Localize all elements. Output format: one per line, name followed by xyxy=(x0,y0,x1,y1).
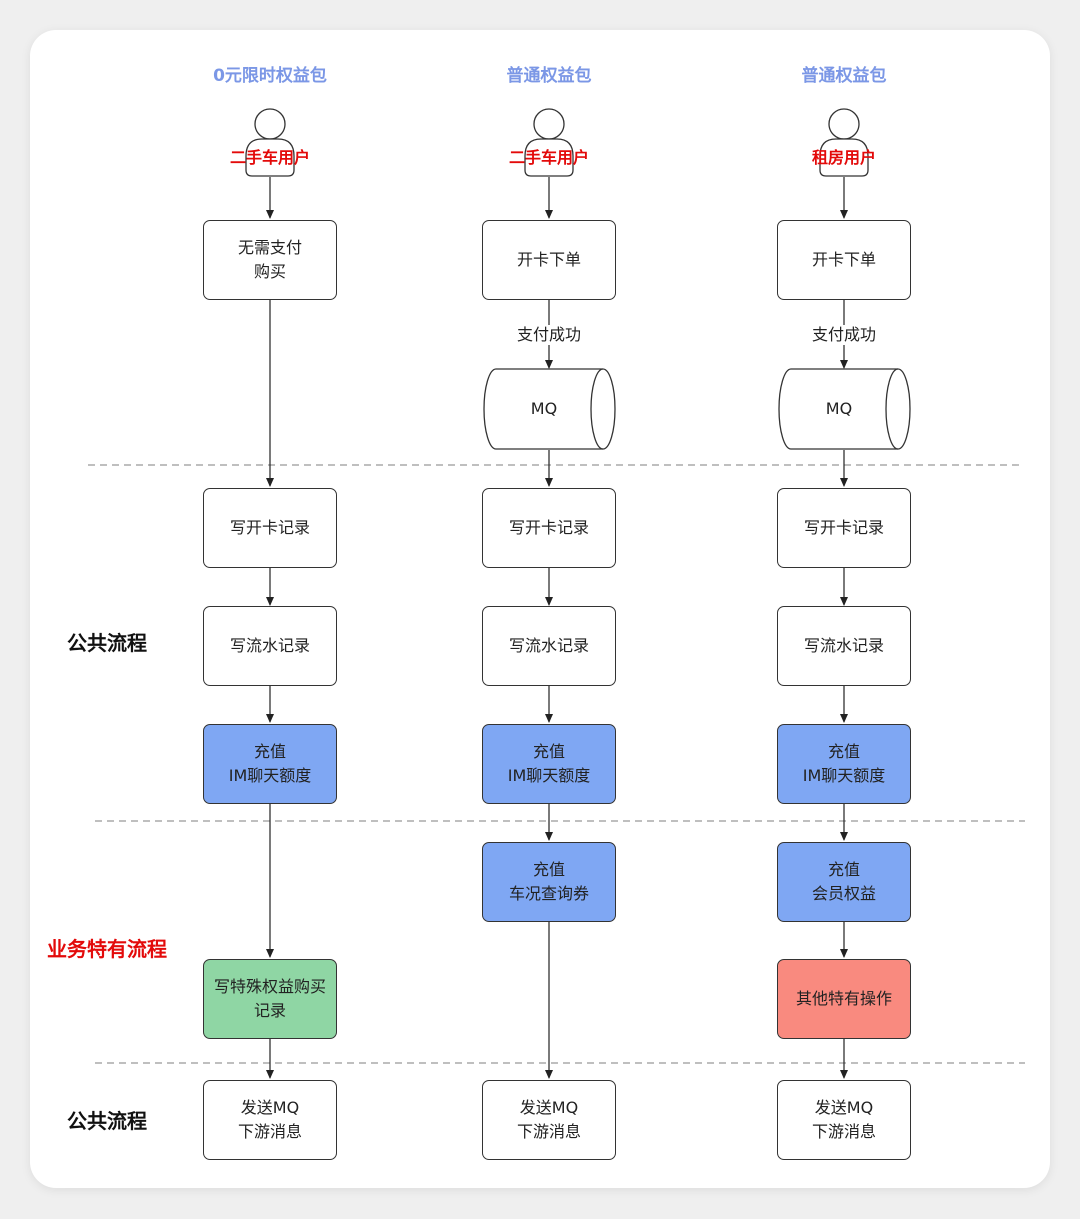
step-write-flow-record: 写流水记录 xyxy=(203,606,337,686)
user-icon xyxy=(245,108,295,177)
section-label-common: 公共流程 xyxy=(67,1109,147,1133)
user-label: 二手车用户 xyxy=(508,148,589,167)
step-recharge-membership: 充值 会员权益 xyxy=(777,842,911,922)
step-special-record: 写特殊权益购买 记录 xyxy=(203,959,337,1039)
section-label-common: 公共流程 xyxy=(67,631,147,655)
user-label: 租房用户 xyxy=(811,148,876,167)
user-label: 二手车用户 xyxy=(229,148,310,167)
step-write-card-record: 写开卡记录 xyxy=(777,488,911,568)
lane-title: 0元限时权益包 xyxy=(213,66,327,86)
user-icon xyxy=(524,108,574,177)
step-send-mq: 发送MQ 下游消息 xyxy=(777,1080,911,1160)
step-send-mq: 发送MQ 下游消息 xyxy=(482,1080,616,1160)
step-send-mq: 发送MQ 下游消息 xyxy=(203,1080,337,1160)
step-open-card-order: 开卡下单 xyxy=(482,220,616,300)
step-recharge-car-check: 充值 车况查询券 xyxy=(482,842,616,922)
step-write-flow-record: 写流水记录 xyxy=(777,606,911,686)
step-write-card-record: 写开卡记录 xyxy=(482,488,616,568)
edge-label-pay-success: 支付成功 xyxy=(777,325,911,345)
step-other-special-ops: 其他特有操作 xyxy=(777,959,911,1039)
step-recharge-im: 充值 IM聊天额度 xyxy=(777,724,911,804)
step-write-flow-record: 写流水记录 xyxy=(482,606,616,686)
mq-cylinder xyxy=(483,368,616,450)
step-write-card-record: 写开卡记录 xyxy=(203,488,337,568)
step-open-card-order: 开卡下单 xyxy=(777,220,911,300)
user-icon xyxy=(819,108,869,177)
edge-label-pay-success: 支付成功 xyxy=(482,325,616,345)
mq-cylinder xyxy=(778,368,911,450)
step-recharge-im: 充值 IM聊天额度 xyxy=(482,724,616,804)
step-no-payment: 无需支付 购买 xyxy=(203,220,337,300)
step-recharge-im: 充值 IM聊天额度 xyxy=(203,724,337,804)
section-label-business: 业务特有流程 xyxy=(47,937,167,961)
lane-title: 普通权益包 xyxy=(801,66,887,86)
mq-label: MQ xyxy=(825,399,853,418)
mq-label: MQ xyxy=(530,399,558,418)
lane-title: 普通权益包 xyxy=(506,66,592,86)
